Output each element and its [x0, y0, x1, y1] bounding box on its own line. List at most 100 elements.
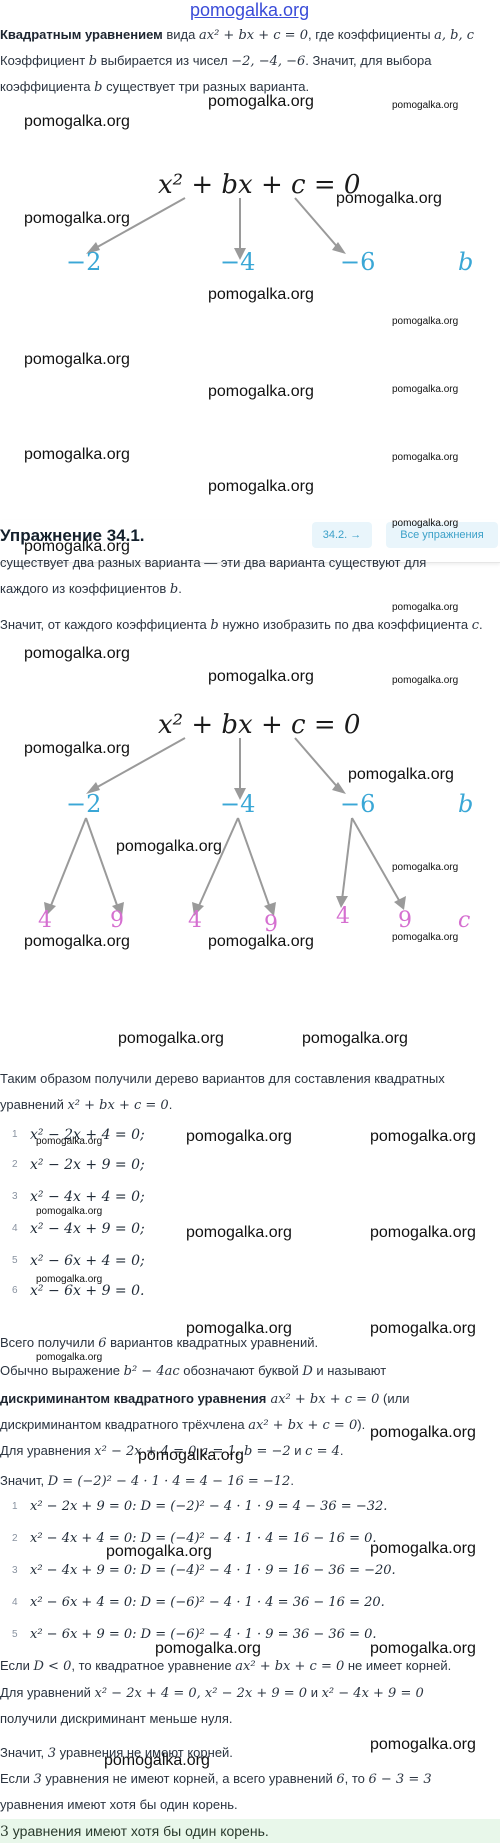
- watermark: pomogalka.org: [370, 1736, 476, 1753]
- watermark: pomogalka.org: [336, 190, 442, 207]
- math: 6: [336, 1772, 345, 1787]
- tree-2-c-value-1: 4: [38, 908, 52, 933]
- math: ax² + bx + c = 0: [248, 1418, 358, 1433]
- answer-number: 3: [0, 1824, 9, 1840]
- watermark: pomogalka.org: [392, 100, 459, 111]
- equation: x² − 4x + 9 = 0: D = (−4)² − 4 · 1 · 9 =…: [30, 1563, 396, 1578]
- tree-2-arrowheads: [44, 782, 406, 916]
- tree-2-c-value-2: 9: [110, 908, 124, 933]
- watermark: pomogalka.org: [36, 1352, 103, 1363]
- item-number: 3: [12, 1565, 18, 1576]
- arrowhead: [234, 248, 246, 260]
- watermark: pomogalka.org: [106, 1543, 212, 1560]
- tree-2-b-value-3: −6: [340, 790, 376, 818]
- equation: x² − 6x + 9 = 0.: [30, 1283, 145, 1299]
- equation: x² − 4x + 4 = 0;: [30, 1189, 145, 1205]
- arrow: [85, 817, 119, 909]
- answer-box: 3 уравнения имеют хотя бы один корень.: [0, 1819, 500, 1843]
- watermark: pomogalka.org: [104, 1752, 210, 1769]
- watermark: pomogalka.org: [302, 1030, 408, 1047]
- item-number: 2: [12, 1533, 18, 1544]
- item-number: 1: [12, 1129, 18, 1140]
- text: уравнения не имеют корней.: [56, 1745, 233, 1760]
- watermark: pomogalka.org: [392, 316, 459, 327]
- concl-line-6: уравнения имеют хотя бы один корень.: [0, 1797, 238, 1812]
- equation: x² − 6x + 4 = 0: D = (−6)² − 4 · 1 · 4 =…: [30, 1595, 385, 1610]
- arrowhead: [264, 902, 276, 916]
- math: 6: [98, 1336, 107, 1351]
- disc-line-2: Обычно выражение b² − 4ac обозначают бук…: [0, 1358, 500, 1385]
- math: c = 4: [305, 1444, 340, 1459]
- tree-1-b-value-2: −4: [220, 248, 256, 276]
- tree-1-b-value-1: −2: [66, 248, 102, 276]
- math: x² − 4x + 9 = 0: [321, 1686, 424, 1701]
- math: b: [94, 80, 103, 95]
- tree-1-b-value-3: −6: [340, 248, 376, 276]
- mid-line-3: Значит, от каждого коэффициента b нужно …: [0, 612, 500, 639]
- mid-line-2: каждого из коэффициентов b.: [0, 576, 500, 603]
- watermark: pomogalka.org: [370, 1640, 476, 1657]
- arrow: [237, 817, 271, 909]
- math: 6 − 3 = 3: [368, 1772, 432, 1787]
- text: ).: [357, 1417, 366, 1432]
- exercise-title: Упражнение 34.1.: [0, 526, 145, 545]
- watermark: pomogalka.org: [155, 1640, 261, 1657]
- equation: x² − 2x + 4 = 0;: [30, 1127, 145, 1143]
- text: нужно изобразить по два коэффициента: [218, 617, 472, 632]
- text: коэффициента: [0, 79, 95, 94]
- watermark: pomogalka.org: [370, 1424, 476, 1441]
- item-number: 5: [12, 1629, 18, 1640]
- arrow: [197, 817, 239, 909]
- math: ax² + bx + c = 0: [199, 28, 308, 43]
- watermark: pomogalka.org: [392, 602, 459, 613]
- math: a, b, c: [434, 28, 475, 43]
- equation: x² − 6x + 4 = 0;: [30, 1253, 145, 1269]
- term-discriminant: дискриминантом квадратного уравнения: [0, 1391, 267, 1406]
- watermark: pomogalka.org: [24, 538, 130, 555]
- math: b: [169, 582, 179, 597]
- arrowhead: [86, 782, 100, 794]
- equation: x² − 4x + 4 = 0: D = (−4)² − 4 · 1 · 4 =…: [30, 1531, 377, 1546]
- text: вида: [162, 27, 199, 42]
- watermark: pomogalka.org: [370, 1128, 476, 1145]
- text: Если: [0, 1771, 34, 1786]
- intro-line-2: Коэффициент b выбирается из чисел −2, −4…: [0, 48, 500, 75]
- next-exercise-button[interactable]: 34.2. →: [312, 522, 372, 548]
- watermark: pomogalka.org: [24, 113, 130, 130]
- watermark: pomogalka.org: [138, 1447, 244, 1464]
- list-item: 1 x² − 2x + 4 = 0;: [0, 1122, 500, 1148]
- watermark: pomogalka.org: [116, 838, 222, 855]
- list-item: 3 x² − 4x + 4 = 0;: [0, 1184, 500, 1210]
- text: не имеет корней.: [344, 1658, 452, 1673]
- watermark: pomogalka.org: [348, 766, 454, 783]
- text: дискриминантом квадратного трёхчлена: [0, 1417, 249, 1432]
- all-exercises-button[interactable]: Все упражнения: [386, 522, 498, 548]
- text: Для уравнений: [0, 1685, 95, 1700]
- watermark: pomogalka.org: [24, 446, 130, 463]
- arrowhead: [332, 782, 346, 794]
- watermark: pomogalka.org: [208, 668, 314, 685]
- arrow: [294, 197, 341, 251]
- site-link[interactable]: pomogalka.org: [190, 0, 310, 20]
- arrowhead: [192, 902, 204, 916]
- concl-line-1: Если D < 0, то квадратное уравнение ax² …: [0, 1653, 500, 1680]
- watermark: pomogalka.org: [208, 286, 314, 303]
- tree-2-b-value-1: −2: [66, 790, 102, 818]
- text: Значит,: [0, 1745, 48, 1760]
- item-number: 3: [12, 1191, 18, 1202]
- item-number: 1: [12, 1501, 18, 1512]
- tree-1-arrows: [91, 197, 341, 251]
- disc-line-4: дискриминантом квадратного трёхчлена ax²…: [0, 1412, 500, 1439]
- math: 3: [47, 1746, 57, 1761]
- arrowhead: [86, 242, 100, 254]
- tree-2-formula: x² + bx + c = 0: [158, 710, 361, 740]
- equation: x² − 6x + 9 = 0: D = (−6)² − 4 · 1 · 9 =…: [30, 1627, 377, 1642]
- arrow: [91, 197, 186, 251]
- concl-line-2: Для уравнений x² − 2x + 4 = 0, x² − 2x +…: [0, 1680, 500, 1707]
- math: D < 0: [33, 1659, 72, 1674]
- intro-line-3: коэффициента b существует три разных вар…: [0, 74, 500, 101]
- watermark: pomogalka.org: [392, 452, 459, 463]
